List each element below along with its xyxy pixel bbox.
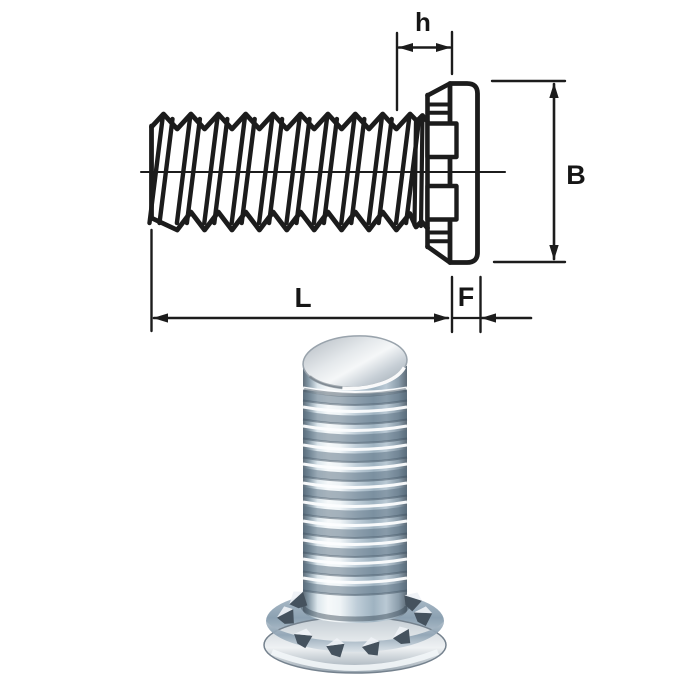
thread-ridge-shadow — [302, 456, 408, 463]
thread-groove — [303, 487, 407, 500]
technical-drawing: h B L F — [139, 7, 586, 334]
thread-ridge-highlight — [302, 405, 408, 413]
under-cap-shadow — [303, 388, 407, 397]
thread-groove — [303, 411, 407, 424]
thread-ridge-highlight — [302, 462, 408, 470]
thread-ridge-highlight — [302, 481, 408, 489]
thread-ridge-shadow — [302, 399, 408, 406]
thread-groove — [303, 449, 407, 462]
thread-ridge-shadow — [302, 494, 408, 501]
thread-groove — [303, 468, 407, 481]
knurl-tooth — [289, 591, 308, 609]
dimensions — [150, 30, 567, 334]
tooth-lower — [425, 183, 459, 222]
stud-photo — [263, 335, 447, 674]
thread-ridges — [302, 386, 408, 596]
knurl-tooth-facet — [326, 638, 345, 647]
arrowhead-down — [549, 245, 559, 260]
label-B: B — [566, 160, 586, 190]
thread-ridge-shadow — [302, 532, 408, 539]
knurl-tooth-facet — [276, 606, 294, 618]
thread-groove — [303, 430, 407, 443]
knurl-tooth-facet — [404, 592, 422, 601]
thread-ridge-highlight — [302, 519, 408, 527]
knurl-tooth — [392, 628, 411, 644]
thread-ridge-shadow — [302, 437, 408, 444]
label-h: h — [415, 7, 431, 37]
thread-crest-top — [149, 111, 430, 132]
cap-edge-highlight — [342, 366, 406, 391]
arrowhead-left — [481, 313, 496, 323]
knurl-tooth-facet — [289, 591, 303, 605]
thread-ridge-highlight — [302, 443, 408, 451]
flange-knurl-teeth — [276, 591, 433, 658]
arrowhead-right — [436, 43, 451, 52]
thread-groove — [303, 525, 407, 538]
tooth-upper — [425, 121, 459, 160]
thread-groove — [303, 544, 407, 557]
flange-rim-highlight — [270, 649, 440, 671]
label-F: F — [458, 282, 475, 312]
arrowhead-left — [398, 43, 413, 52]
label-L: L — [294, 282, 311, 313]
arrowhead-right — [434, 313, 449, 323]
thread-groove — [303, 392, 407, 405]
knurl-tooth — [413, 612, 433, 627]
knurl-tooth — [361, 641, 380, 656]
collar-bottom-chamfer — [425, 244, 453, 265]
knurl-tooth — [404, 595, 422, 612]
body-flange-shadow — [300, 605, 410, 622]
dimension-B — [490, 79, 567, 264]
thread-ridge-shadow — [302, 513, 408, 520]
flange-ring-front — [266, 621, 444, 652]
dimension-F — [450, 275, 533, 334]
collar-top-chamfer — [425, 81, 453, 98]
knurl-tooth — [276, 609, 294, 624]
arrowhead-left — [153, 313, 168, 323]
thread-ridge-highlight — [302, 386, 408, 394]
thread-ridge-shadow — [302, 551, 408, 558]
dimension-L — [150, 228, 450, 333]
thread-crest-bottom — [149, 209, 430, 233]
knurl-tooth — [294, 634, 313, 649]
thread-ridge-shadow — [302, 475, 408, 482]
knurl-tooth-facet — [413, 606, 433, 614]
knurl-tooth-facet — [392, 626, 409, 639]
serration-teeth — [425, 121, 459, 222]
thread-ridge-highlight — [302, 424, 408, 432]
thread-ridge-highlight — [302, 500, 408, 508]
thread-ridge-shadow — [302, 589, 408, 596]
thread-ridge-highlight — [302, 576, 408, 584]
thread-ridge-shadow — [302, 418, 408, 425]
knurl-tooth-facet — [361, 637, 380, 647]
thread-groove — [303, 582, 407, 595]
thread-ridge-shadow — [302, 570, 408, 577]
dimension-h — [395, 30, 454, 112]
thread-ridge-highlight — [302, 538, 408, 546]
arrowhead-up — [549, 83, 559, 98]
thread-groove — [303, 506, 407, 519]
knurl-tooth-facet — [294, 628, 313, 636]
thread-groove — [303, 563, 407, 576]
stud-top-cap — [302, 335, 408, 391]
thread-ridge-highlight — [302, 557, 408, 565]
knurl-tooth — [326, 643, 345, 658]
